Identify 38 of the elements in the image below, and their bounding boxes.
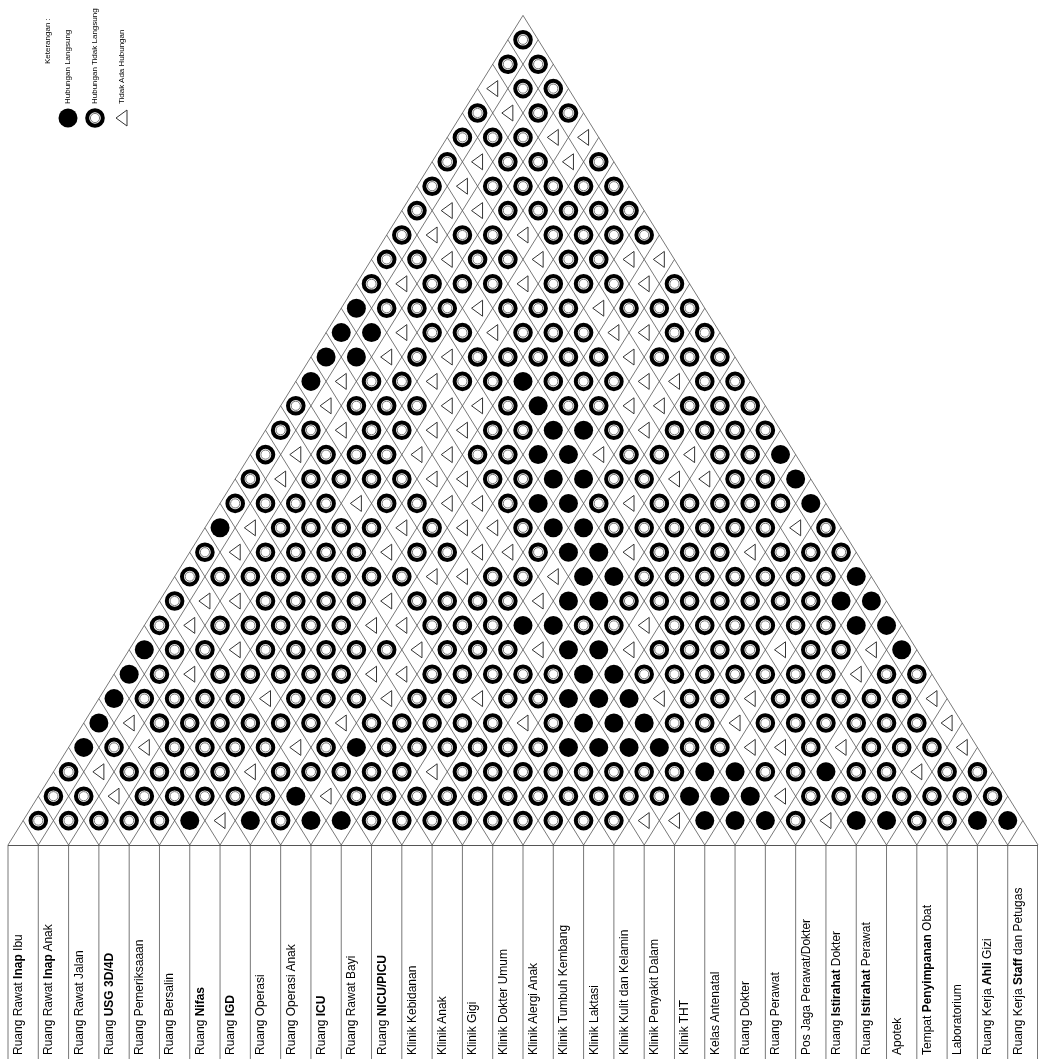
room-label: Klinik THT bbox=[676, 998, 693, 1057]
room-label: Klinik Dokter Umum bbox=[494, 947, 511, 1057]
room-label: Tempat Penyimpanan Obat bbox=[918, 903, 935, 1057]
room-label: Ruang Istirahat Dokter bbox=[827, 929, 844, 1057]
room-label: Klinik Tumbuh Kembang bbox=[555, 923, 572, 1057]
room-label: Ruang Dokter bbox=[737, 979, 754, 1057]
room-label: Klinik Anak bbox=[434, 995, 451, 1057]
room-label: Apotek bbox=[888, 1016, 905, 1057]
room-label: Ruang Istirahat Perawat bbox=[858, 921, 875, 1057]
room-label: Klinik Penyakit Dalam bbox=[646, 937, 663, 1057]
room-label: Ruang USG 3D/4D bbox=[100, 951, 117, 1057]
room-label: Ruang Rawat Inap Ibu bbox=[10, 933, 26, 1057]
room-label: Ruang IGD bbox=[222, 993, 239, 1057]
legend-heading: Keterangan : bbox=[42, 17, 53, 64]
room-label: Laboratorium bbox=[949, 983, 966, 1057]
legend-label: Hubungan Langsung bbox=[62, 28, 73, 104]
room-label: Klinik Alergi Anak bbox=[525, 961, 541, 1057]
room-label: Ruang ICU bbox=[312, 994, 329, 1057]
room-label: Ruang Nifas bbox=[191, 985, 208, 1057]
room-label: Ruang Kerja Ahli Gizi bbox=[979, 937, 996, 1057]
room-label: Kelas Antenatal bbox=[706, 970, 723, 1057]
room-label: Klinik Gigi bbox=[464, 1000, 481, 1057]
room-label: Ruang Operasi bbox=[252, 973, 269, 1057]
legend-label: Hubungan Tidak Langsung bbox=[89, 7, 100, 104]
room-label: Klinik Kebidanan bbox=[403, 964, 420, 1057]
room-label: Ruang Perawat bbox=[767, 971, 784, 1057]
room-label: Ruang Rawat Jalan bbox=[70, 949, 87, 1057]
room-label: Klinik Kulit dan Kelamin bbox=[615, 928, 632, 1057]
room-label: Ruang Pemeriksaaan bbox=[131, 938, 148, 1057]
room-label: Ruang Operasi Anak bbox=[282, 943, 299, 1057]
room-label: Pos Jaga Perawat/Dokter bbox=[797, 917, 814, 1057]
room-label: Ruang Bersalin bbox=[161, 971, 178, 1057]
room-label: Ruang NICU/PICU bbox=[373, 953, 390, 1057]
room-label: Ruang Rawat Bayi bbox=[343, 954, 360, 1057]
legend-label: Tidak Ada Hubungan bbox=[116, 28, 127, 104]
room-label: Klinik Laktasi bbox=[585, 983, 602, 1057]
room-label: Ruang Kerja Staff dan Petugas bbox=[1009, 886, 1026, 1057]
room-label: Ruang Rawat Inap Anak bbox=[40, 923, 57, 1057]
